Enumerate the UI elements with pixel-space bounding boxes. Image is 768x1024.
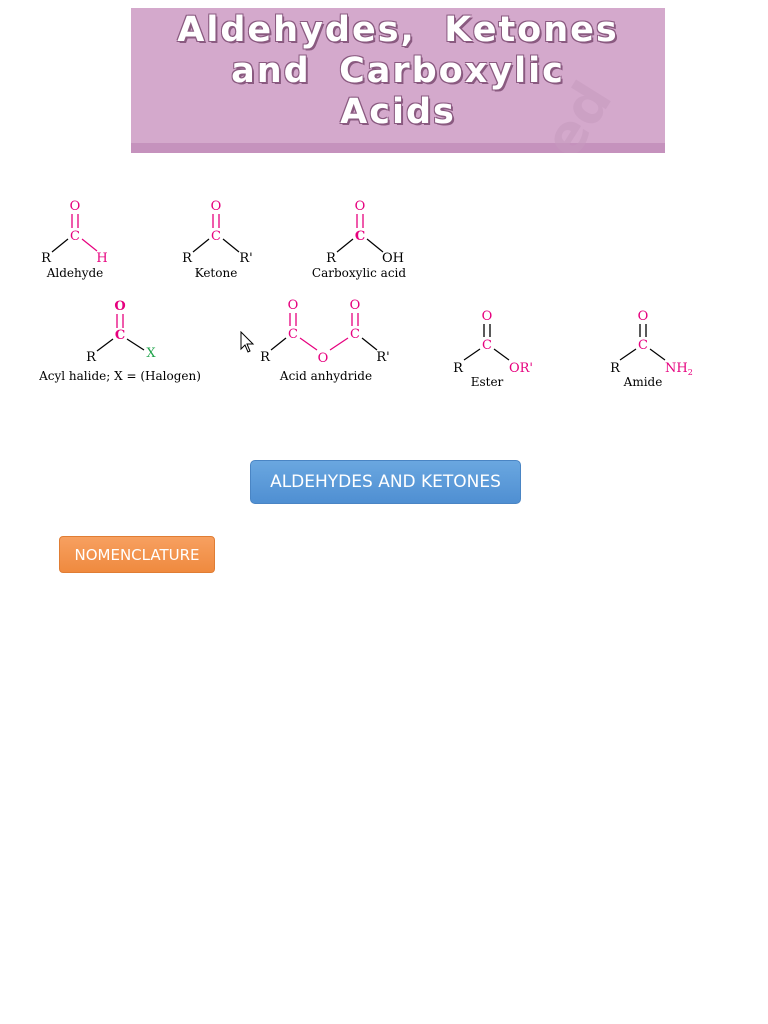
carboxylic-oxygen: O [355, 199, 366, 214]
acyl-r-group: R [86, 350, 97, 365]
banner-stripe [131, 143, 665, 153]
mouse-pointer-icon [240, 331, 255, 353]
ketone-r2-group: R' [239, 251, 252, 266]
ester-r-group: R [453, 361, 464, 376]
ester-oxygen: O [482, 309, 493, 324]
acyl-halide-label: Acyl halide; X = (Halogen) [38, 369, 201, 383]
ketone-label: Ketone [195, 266, 238, 280]
anhydride-oxygen-2: O [350, 298, 361, 313]
acyl-halide-structure: O C R X Acyl halide; X = (Halogen) [38, 299, 201, 383]
aldehyde-r-group: R [41, 251, 52, 266]
acyl-halogen: X [146, 346, 156, 361]
ester-carbon: C [482, 338, 492, 353]
ester-structure: O C R OR' Ester [453, 309, 533, 389]
anhydride-carbon-1: C [288, 327, 298, 342]
ketone-oxygen: O [211, 199, 222, 214]
amide-oxygen: O [638, 309, 649, 324]
aldehydes-ketones-button[interactable]: ALDEHYDES AND KETONES [250, 460, 521, 504]
title-banner: ed Aldehydes, Ketones and Carboxylic Aci… [131, 8, 665, 153]
banner-title: Aldehydes, Ketones and Carboxylic Acids [177, 10, 619, 132]
nomenclature-button[interactable]: NOMENCLATURE [59, 536, 215, 573]
amide-nh-group: NH2 [665, 361, 693, 377]
aldehyde-carbon: C [70, 229, 80, 244]
acid-anhydride-structure: O C O C O R R' Acid anhydride [260, 298, 390, 383]
aldehyde-oxygen: O [70, 199, 81, 214]
carboxylic-carbon: C [355, 229, 365, 244]
amide-r-group: R [610, 361, 621, 376]
anhydride-bridge-oxygen: O [318, 351, 329, 366]
acid-anhydride-label: Acid anhydride [279, 369, 372, 383]
ketone-carbon: C [211, 229, 221, 244]
amide-carbon: C [638, 338, 648, 353]
carboxylic-acid-label: Carboxylic acid [312, 266, 406, 280]
anhydride-carbon-2: C [350, 327, 360, 342]
anhydride-r2-group: R' [376, 350, 389, 365]
amide-subscript: 2 [688, 368, 693, 377]
ester-label: Ester [471, 375, 504, 389]
acyl-carbon: C [115, 328, 125, 343]
aldehyde-structure: O C R H Aldehyde [41, 199, 108, 280]
ester-or-group: OR' [509, 361, 533, 376]
amide-label: Amide [623, 375, 663, 389]
ketone-structure: O C R R' Ketone [182, 199, 253, 280]
ketone-r-group: R [182, 251, 193, 266]
carboxylic-acid-structure: O C R OH Carboxylic acid [312, 199, 406, 280]
amide-nh: NH [665, 361, 688, 376]
carboxylic-hydroxyl: OH [382, 251, 404, 266]
aldehyde-hydrogen: H [96, 251, 107, 266]
carboxylic-r-group: R [326, 251, 337, 266]
amide-structure: O C R NH2 Amide [610, 309, 693, 389]
anhydride-oxygen-1: O [288, 298, 299, 313]
acyl-oxygen: O [114, 299, 125, 314]
aldehyde-label: Aldehyde [46, 266, 104, 280]
anhydride-r-group: R [260, 350, 271, 365]
